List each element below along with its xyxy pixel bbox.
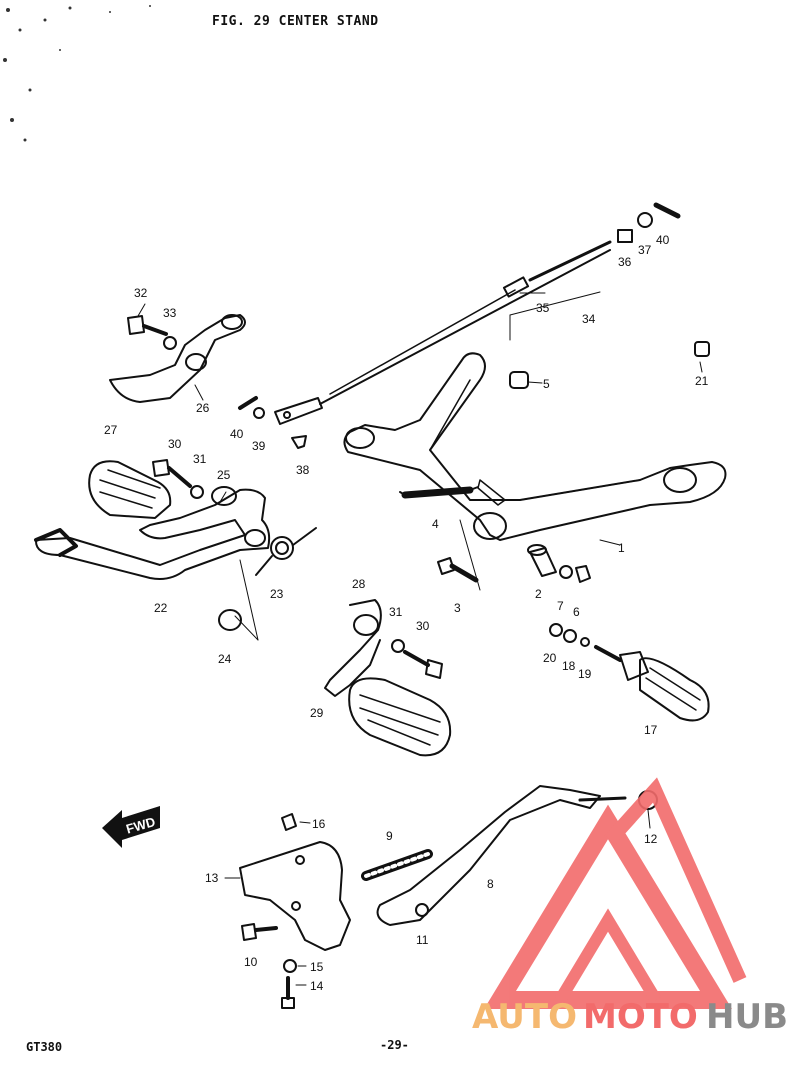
return-spring (255, 527, 317, 576)
callout-33: 33 (163, 306, 177, 320)
callout-34: 34 (582, 312, 596, 326)
callout-8: 8 (487, 877, 494, 891)
callout-2: 2 (535, 587, 542, 601)
callout-37: 37 (638, 243, 652, 257)
watermark-moto: MOTO (583, 997, 698, 1037)
bushing-5 (509, 371, 529, 389)
washer-33 (163, 336, 177, 350)
callout-26: 26 (196, 401, 210, 415)
callout-3: 3 (454, 601, 461, 615)
rear-footrest-bracket (109, 314, 246, 403)
callout-36: 36 (618, 255, 632, 269)
bolt-3 (437, 519, 481, 591)
callout-39: 39 (252, 439, 266, 453)
footrest-rubber-front (88, 460, 172, 519)
callout-7: 7 (557, 599, 564, 613)
washer-15 (283, 959, 297, 973)
callout-14: 14 (310, 979, 324, 993)
callout-27: 27 (104, 423, 118, 437)
cable-assembly (274, 240, 612, 425)
callout-5: 5 (543, 377, 550, 391)
callout-19: 19 (578, 667, 592, 681)
callout-21: 21 (695, 374, 709, 388)
callout-40-left: 40 (230, 427, 244, 441)
callout-40-top: 40 (656, 233, 670, 247)
washer-31-upper (190, 485, 204, 499)
pin-38 (291, 435, 307, 449)
washer-31-lower (391, 639, 405, 653)
callout-labels: 1 2 3 4 5 6 7 8 9 10 11 12 13 14 15 16 1… (104, 233, 709, 993)
footrest-left (324, 599, 382, 697)
bolt-32 (127, 315, 168, 336)
side-stand-bracket (239, 841, 351, 951)
nut-16 (281, 813, 297, 831)
washer-7 (559, 565, 573, 579)
clip-19 (580, 637, 590, 647)
figure-title: FIG. 29 CENTER STAND (212, 14, 379, 29)
callout-6: 6 (573, 605, 580, 619)
model-label: GT380 (26, 1040, 63, 1054)
callout-17: 17 (644, 723, 658, 737)
fwd-arrow (102, 806, 160, 848)
footrest-right (594, 645, 710, 722)
washer-18 (563, 629, 577, 643)
callout-23: 23 (270, 587, 284, 601)
callout-15: 15 (310, 960, 324, 974)
callout-30-lower: 30 (416, 619, 430, 633)
callout-12: 12 (644, 832, 658, 846)
center-stand (343, 352, 727, 541)
callout-29: 29 (310, 706, 324, 720)
part-36 (617, 229, 633, 243)
callout-20: 20 (543, 651, 557, 665)
callout-16: 16 (312, 817, 326, 831)
leader-lines (137, 291, 703, 986)
callout-10: 10 (244, 955, 258, 969)
callout-31-upper: 31 (193, 452, 207, 466)
collar-2 (527, 544, 557, 577)
collar-20 (549, 623, 563, 637)
callout-4: 4 (432, 517, 439, 531)
footrest-rubber-29 (348, 677, 452, 757)
washer-37 (637, 212, 653, 228)
spring (399, 486, 479, 499)
collar-24 (218, 609, 242, 631)
callout-18: 18 (562, 659, 576, 673)
scan-noise (3, 5, 151, 142)
callout-11: 11 (416, 933, 429, 947)
callout-25: 25 (217, 468, 231, 482)
callout-38: 38 (296, 463, 310, 477)
side-stand-spring (361, 849, 433, 881)
pin-40-top (653, 202, 681, 219)
callout-22: 22 (154, 601, 168, 615)
cap-21 (694, 341, 710, 357)
bolt-10 (241, 923, 278, 941)
bolt-14 (281, 976, 295, 1009)
callout-13: 13 (205, 871, 219, 885)
callout-1: 1 (618, 541, 625, 555)
callout-35: 35 (536, 301, 550, 315)
brake-pedal (34, 486, 271, 580)
leader-24 (234, 615, 259, 641)
pin-40 (238, 396, 258, 410)
watermark-auto: AUTO (472, 997, 577, 1037)
callout-24: 24 (218, 652, 232, 666)
bolt-30-lower (403, 650, 443, 679)
page-number: -29- (380, 1038, 409, 1052)
bolt-30-upper (152, 459, 192, 488)
callout-28: 28 (352, 577, 366, 591)
callout-31-lower: 31 (389, 605, 403, 619)
watermark-hub: HUB (706, 997, 788, 1037)
nut-6 (575, 565, 591, 583)
callout-30-upper: 30 (168, 437, 182, 451)
washer-39 (253, 407, 265, 419)
side-stand (376, 785, 627, 926)
callout-9: 9 (386, 829, 393, 843)
callout-32: 32 (134, 286, 148, 300)
watermark-logo (484, 777, 747, 1009)
leader-23 (239, 559, 259, 641)
